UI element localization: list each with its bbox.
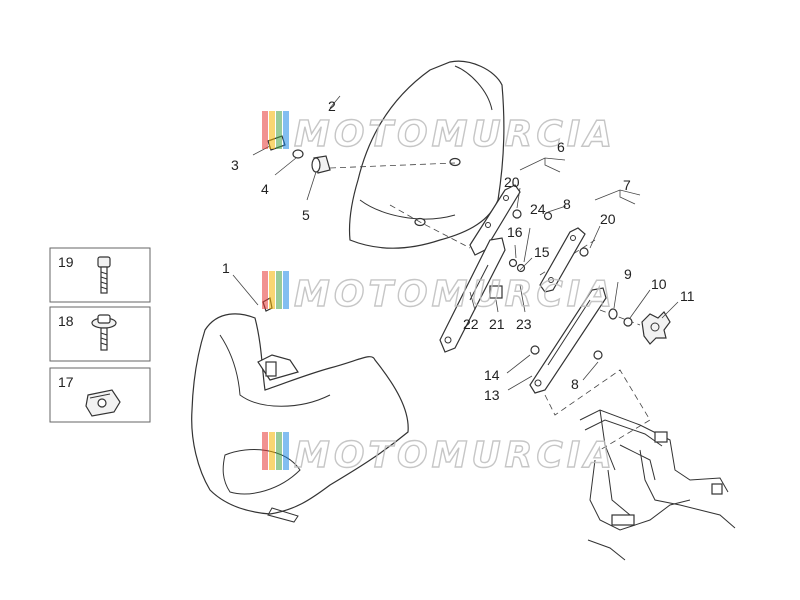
- watermark: MOTOMURCIA MOTOMURCIA MOTOMURCIA: [262, 111, 616, 477]
- callout-5: 5: [302, 207, 310, 223]
- callout-6: 6: [557, 139, 565, 155]
- frame-plate: [611, 514, 635, 526]
- fairing-support-frame: [579, 409, 736, 561]
- legend-box-18: 18: [49, 306, 151, 362]
- legend-label-19: 19: [58, 254, 74, 270]
- frame-bolt: [711, 483, 723, 495]
- watermark-text: MOTOMURCIA: [294, 114, 616, 155]
- callout-8-lower: 8: [571, 376, 579, 392]
- callout-13: 13: [484, 387, 500, 403]
- windscreen: [348, 60, 505, 249]
- callout-9: 9: [624, 266, 632, 282]
- bracket-6: [469, 184, 521, 256]
- fairing-vent: [257, 354, 299, 381]
- callout-numbers: 1 2 3 4 5 6 7 8 8 9 10 11 13 14 15 16 20…: [222, 98, 695, 403]
- callout-21: 21: [489, 316, 505, 332]
- spacer-5-face: [311, 157, 321, 173]
- mount-line: [599, 309, 641, 326]
- callout-3: 3: [231, 157, 239, 173]
- watermark-logo: MOTOMURCIA: [262, 432, 616, 477]
- callout-2: 2: [328, 98, 336, 114]
- group-bracket-6: [519, 157, 566, 173]
- watermark-text: MOTOMURCIA: [294, 435, 616, 476]
- spring-clip-icon: [85, 389, 121, 417]
- washer-15: [516, 263, 526, 273]
- callout-24: 24: [530, 201, 546, 217]
- frame-plate: [654, 431, 668, 443]
- callout-1: 1: [222, 260, 230, 276]
- screw-8b: [593, 350, 603, 360]
- washer-10: [623, 317, 633, 327]
- nut-16: [508, 258, 518, 268]
- callout-16: 16: [507, 224, 523, 240]
- callout-4: 4: [261, 181, 269, 197]
- washer-4: [292, 149, 304, 159]
- legend-label-18: 18: [58, 313, 74, 329]
- callout-22: 22: [463, 316, 479, 332]
- front-fairing: [191, 297, 409, 523]
- callout-20-left: 20: [504, 174, 520, 190]
- callout-14: 14: [484, 367, 500, 383]
- bracket-7: [539, 227, 586, 293]
- mount-line: [544, 369, 651, 451]
- watermark-text: MOTOMURCIA: [294, 274, 616, 315]
- callout-10: 10: [651, 276, 667, 292]
- callout-7: 7: [623, 177, 631, 193]
- callout-8-upper: 8: [563, 196, 571, 212]
- screw-8a: [543, 211, 553, 221]
- small-fasteners: [489, 209, 633, 360]
- callout-23: 23: [516, 316, 532, 332]
- fairing-clip: [265, 361, 277, 377]
- screw-14: [530, 345, 540, 355]
- callout-20-right: 20: [600, 211, 616, 227]
- watermark-logo: MOTOMURCIA: [262, 271, 616, 316]
- callout-15: 15: [534, 244, 550, 260]
- knob-11: [641, 311, 671, 345]
- legend-box-17: 17: [49, 367, 151, 423]
- screw-icon: [97, 256, 111, 294]
- legend-box-19: 19: [49, 247, 151, 303]
- watermark-logo: MOTOMURCIA: [262, 111, 616, 156]
- callout-11: 11: [680, 288, 695, 304]
- adjusting-arm-22: [439, 237, 506, 353]
- block-21: [489, 285, 503, 299]
- group-bracket-7: [594, 189, 641, 205]
- washer-9: [608, 308, 618, 320]
- windscreen-hole: [449, 157, 461, 167]
- adjusting-arm-13: [529, 287, 607, 394]
- nut-20b: [579, 247, 589, 257]
- nut-20a: [512, 209, 522, 219]
- flanged-screw-icon: [91, 314, 117, 351]
- mount-line: [389, 204, 471, 249]
- legend-label-17: 17: [58, 374, 74, 390]
- leader-lines: [232, 95, 679, 391]
- mount-line: [329, 162, 456, 169]
